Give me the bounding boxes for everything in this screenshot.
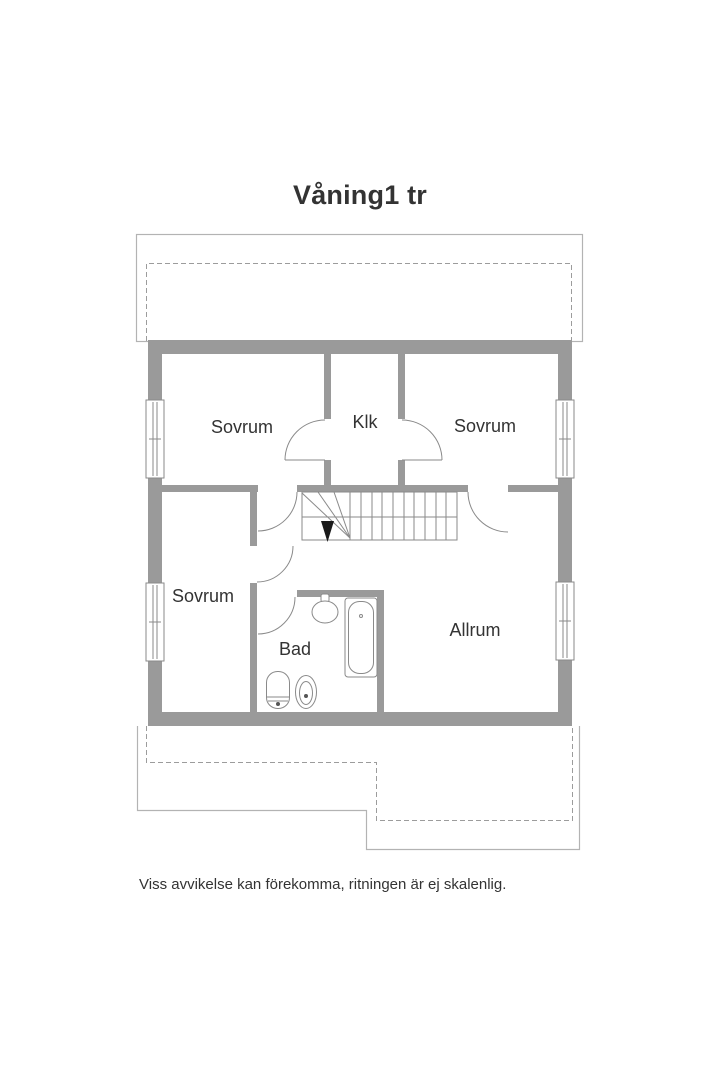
window-sovrum-top-right: [555, 399, 575, 479]
window-sovrum-top-left: [145, 399, 165, 479]
bad-top-wall: [297, 590, 384, 597]
outer-wall-right: [558, 340, 572, 726]
bidet-icon: [295, 675, 317, 709]
room-label-sovrum-top-left: Sovrum: [210, 417, 274, 437]
stairs-winder-treads: [301, 491, 351, 539]
room-label-klk: Klk: [352, 412, 378, 432]
window-sovrum-middle-left: [145, 582, 165, 662]
hall-wall-upper: [250, 492, 257, 546]
room-label-sovrum-top-right: Sovrum: [453, 416, 517, 436]
door-sovrum-middle-left: [256, 545, 294, 583]
outer-wall-bottom: [148, 712, 572, 726]
bad-right-wall: [377, 590, 384, 712]
stairs-down-arrow: [321, 521, 334, 542]
door-sovrum-top-left: [257, 491, 298, 532]
mid-wall-center: [297, 485, 468, 492]
door-klk-right: [401, 419, 443, 461]
stairs: [301, 491, 458, 542]
klk-right-wall-upper: [398, 354, 405, 419]
windows: [145, 399, 575, 662]
door-bad: [257, 596, 296, 635]
sink-icon: [311, 593, 339, 624]
outer-wall-top: [148, 340, 572, 354]
door-klk-left: [284, 419, 326, 461]
disclaimer-text: Viss avvikelse kan förekomma, ritningen …: [139, 876, 507, 893]
page-title: Våning1 tr: [292, 180, 428, 210]
bathroom-fixtures: [266, 593, 378, 709]
room-label-bad: Bad: [278, 639, 312, 659]
window-allrum-right: [555, 581, 575, 661]
room-label-allrum: Allrum: [449, 620, 501, 640]
roof-outline: [135, 233, 584, 343]
hall-bad-wall-lower: [250, 583, 257, 712]
doors: [256, 419, 509, 635]
bathtub-icon: [344, 597, 378, 678]
toilet-icon: [266, 671, 290, 709]
room-label-sovrum-middle-left: Sovrum: [171, 586, 235, 606]
klk-left-wall-lower: [324, 460, 331, 492]
klk-left-wall-upper: [324, 354, 331, 419]
mid-wall-left: [162, 485, 258, 492]
door-sovrum-top-right: [467, 491, 509, 533]
klk-right-wall-lower: [398, 460, 405, 492]
outer-wall-left: [148, 340, 162, 726]
mid-wall-right: [508, 485, 558, 492]
terrace-outline: [136, 726, 581, 851]
